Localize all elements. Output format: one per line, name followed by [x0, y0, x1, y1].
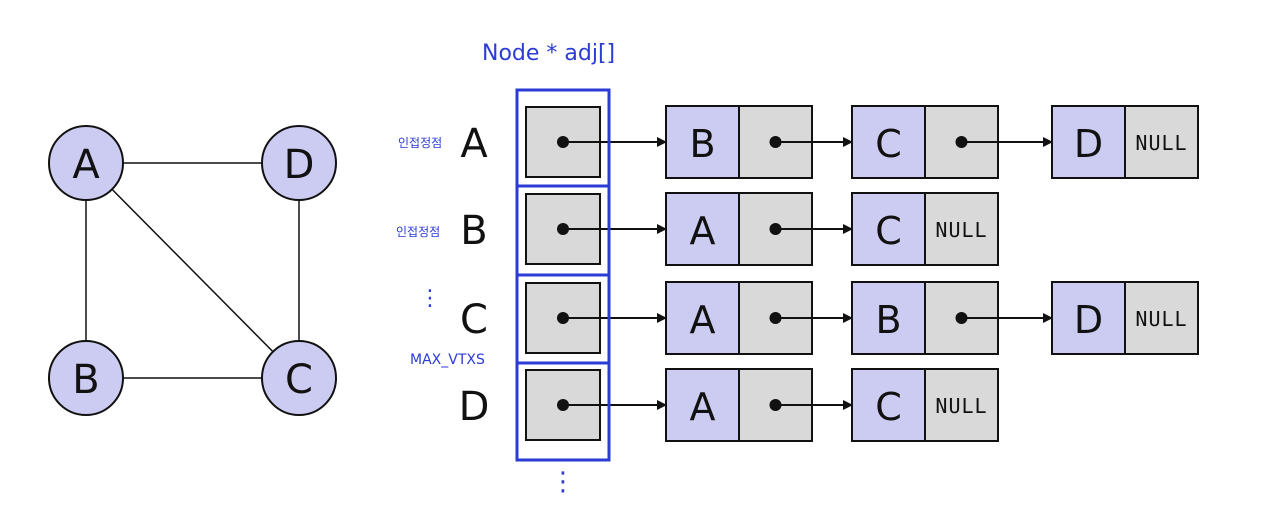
node-data-cell [665, 105, 740, 179]
array-title: Node * adj[] [482, 41, 615, 66]
edge-a-c [85, 162, 300, 379]
node-vertex-label: C [875, 385, 902, 429]
list-node-c-b: B [851, 281, 1053, 355]
ellipsis-bottom: ⋮ [550, 467, 576, 497]
row-label-b: B [460, 208, 487, 254]
graph-figure: A D B C [48, 125, 337, 416]
node-vertex-label: A [690, 209, 716, 253]
vertex-b-label: B [72, 357, 99, 403]
null-label: NULL [935, 218, 987, 242]
node-link-cell [1124, 281, 1199, 355]
list-node-d-c: C NULL [851, 368, 999, 442]
adj-row-a: A B C D NULL [460, 105, 1199, 179]
node-vertex-label: C [875, 122, 902, 166]
node-vertex-label: A [690, 385, 716, 429]
list-node-b-a: A [665, 192, 853, 266]
node-vertex-label: A [690, 298, 716, 342]
null-label: NULL [1135, 131, 1187, 155]
vertex-d: D [261, 125, 337, 201]
row-label-d: D [459, 384, 490, 430]
adj-row-b: B A C NULL [460, 192, 999, 266]
node-data-cell [851, 368, 926, 442]
max-vtxs-label: MAX_VTXS [410, 352, 485, 368]
list-node-d-a: A [665, 368, 853, 442]
node-vertex-label: B [689, 122, 715, 166]
list-node-a-d: D NULL [1051, 105, 1199, 179]
vertex-c-label: C [285, 357, 313, 403]
vertex-a-label: A [72, 142, 100, 188]
adj-row-c: C A B D NULL [460, 281, 1199, 355]
vertex-b: B [48, 340, 124, 416]
list-node-b-c: C NULL [851, 192, 999, 266]
vertex-d-label: D [284, 142, 315, 188]
row-a-note: 인접정점 [398, 136, 442, 150]
list-node-a-c: C [851, 105, 1053, 179]
adj-row-d: D A C NULL [459, 368, 999, 442]
node-link-cell [924, 192, 999, 266]
null-label: NULL [935, 394, 987, 418]
node-vertex-label: B [875, 298, 901, 342]
node-vertex-label: C [875, 209, 902, 253]
node-data-cell [851, 192, 926, 266]
row-b-note: 인접정점 [396, 225, 440, 239]
list-node-a-b: B [665, 105, 853, 179]
list-node-c-a: A [665, 281, 853, 355]
row-label-c: C [460, 297, 488, 343]
node-data-cell [665, 368, 740, 442]
list-node-c-d: D NULL [1051, 281, 1199, 355]
vertex-a: A [48, 125, 124, 201]
vertex-c: C [261, 340, 337, 416]
row-label-a: A [460, 121, 488, 167]
node-vertex-label: D [1074, 122, 1103, 166]
node-vertex-label: D [1074, 298, 1103, 342]
node-link-cell [924, 368, 999, 442]
node-link-cell [1124, 105, 1199, 179]
ellipsis-mid: ⋮ [419, 286, 441, 311]
node-data-cell [851, 105, 926, 179]
node-data-cell [665, 281, 740, 355]
node-data-cell [665, 192, 740, 266]
node-data-cell [851, 281, 926, 355]
null-label: NULL [1135, 307, 1187, 331]
